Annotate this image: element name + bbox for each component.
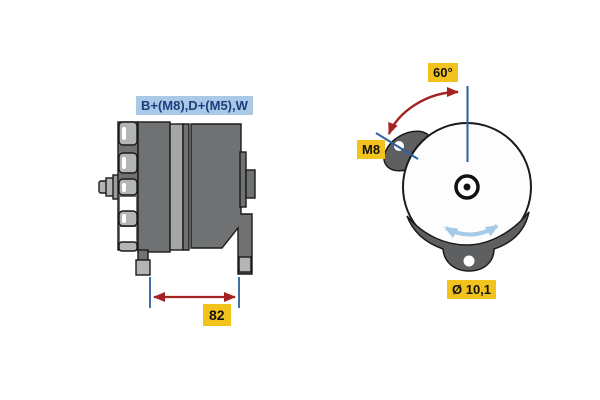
angle-label: 60° <box>428 63 458 82</box>
shaft <box>98 174 121 200</box>
front-housing <box>137 121 171 253</box>
alternator-rear-view <box>375 86 532 272</box>
pulley <box>117 121 139 252</box>
rotation-arrow <box>444 224 499 239</box>
lug-hole-bottom <box>463 255 475 267</box>
angle-arc-arrow <box>387 87 459 135</box>
shaft-center-mark <box>454 174 480 200</box>
width-dimension-label: 82 <box>203 304 231 326</box>
rear-terminals <box>239 151 256 208</box>
stator-band <box>169 123 184 251</box>
stator-strip <box>182 123 190 251</box>
thread-size-label: M8 <box>357 140 386 159</box>
pulley-rib-slots <box>122 127 126 223</box>
alternator-side-view <box>98 121 256 276</box>
lug-axis-reference-line <box>375 132 419 160</box>
hole-diameter-label: Ø 10,1 <box>447 280 497 299</box>
mounting-feet <box>135 249 252 276</box>
width-dimension <box>149 277 240 308</box>
terminals-label: B+(M8),D+(M5),W <box>136 96 253 115</box>
